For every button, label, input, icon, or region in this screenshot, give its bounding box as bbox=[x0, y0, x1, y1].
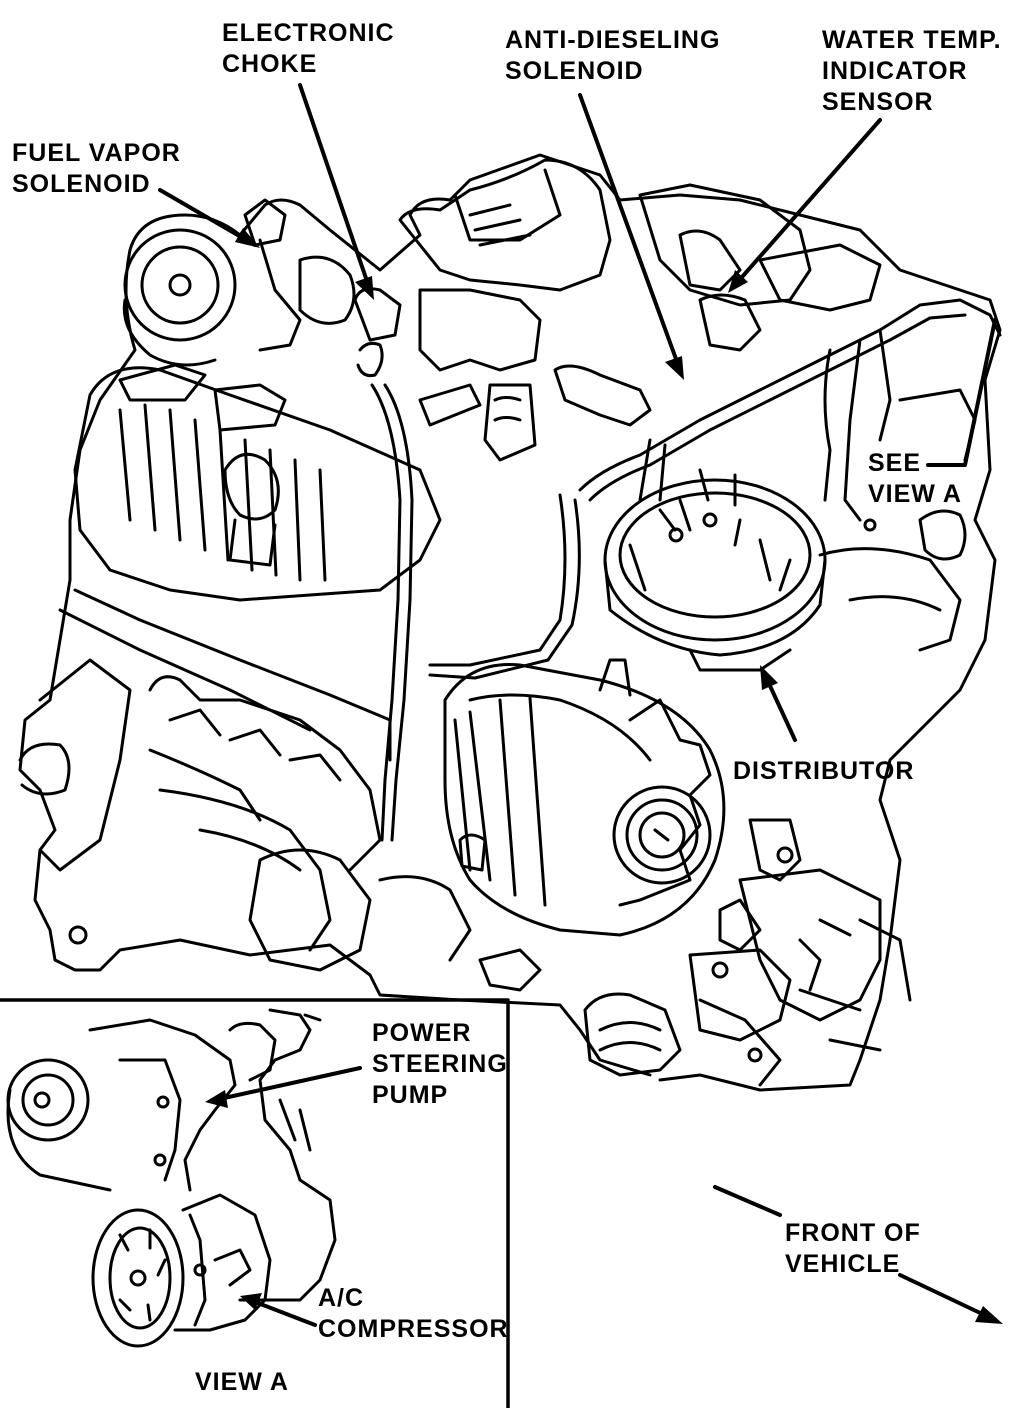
callout-line: SOLENOID bbox=[12, 170, 151, 198]
callout-water-temp-sensor: WATER TEMP. INDICATOR SENSOR bbox=[822, 25, 1002, 118]
view-a-caption: VIEW A bbox=[195, 1367, 289, 1398]
callout-line: PUMP bbox=[372, 1081, 449, 1109]
callout-line: ANTI-DIESELING bbox=[505, 26, 721, 54]
callout-fuel-vapor-solenoid: FUEL VAPOR SOLENOID bbox=[12, 138, 181, 200]
callout-anti-dieseling-solenoid: ANTI-DIESELING SOLENOID bbox=[505, 25, 720, 87]
callout-line: FRONT OF bbox=[785, 1219, 921, 1247]
callout-line: ELECTRONIC bbox=[222, 19, 395, 47]
callout-line: A/C bbox=[318, 1284, 365, 1312]
callout-line: SENSOR bbox=[822, 88, 934, 116]
engine-illustration bbox=[18, 153, 1002, 1092]
callout-line: FUEL VAPOR bbox=[12, 139, 181, 167]
callout-line: POWER bbox=[372, 1019, 472, 1047]
callout-line: INDICATOR bbox=[822, 57, 968, 85]
leader-lines bbox=[158, 83, 1003, 1327]
callout-ac-compressor: A/C COMPRESSOR bbox=[318, 1283, 509, 1345]
callout-electronic-choke: ELECTRONIC CHOKE bbox=[222, 18, 395, 80]
callout-front-of-vehicle: FRONT OF VEHICLE bbox=[785, 1218, 921, 1280]
callout-distributor: DISTRIBUTOR bbox=[733, 756, 914, 787]
callout-line: SEE bbox=[868, 449, 922, 477]
callout-see-view-a: SEE VIEW A bbox=[868, 448, 962, 510]
callout-line: VIEW A bbox=[868, 480, 962, 508]
callout-line: COMPRESSOR bbox=[318, 1315, 509, 1343]
caption-line: VIEW A bbox=[195, 1368, 289, 1396]
callout-line: DISTRIBUTOR bbox=[733, 757, 915, 785]
callout-power-steering-pump: POWER STEERING PUMP bbox=[372, 1018, 508, 1111]
callout-line: CHOKE bbox=[222, 50, 318, 78]
callout-line: SOLENOID bbox=[505, 57, 644, 85]
callout-line: STEERING bbox=[372, 1050, 508, 1078]
callout-line: VEHICLE bbox=[785, 1250, 901, 1278]
callout-line: WATER TEMP. bbox=[822, 26, 1002, 54]
view-a-inset bbox=[0, 998, 510, 1408]
